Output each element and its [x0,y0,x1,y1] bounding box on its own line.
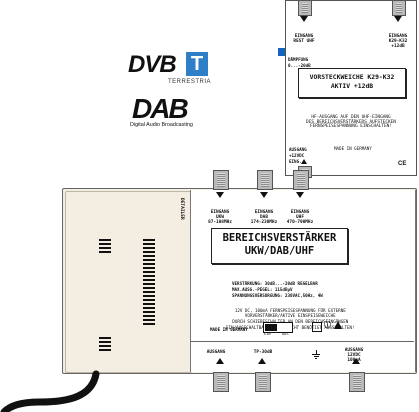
vent-slot [99,239,111,241]
vent-slot [143,295,155,297]
vent-slot [143,239,155,241]
divider [190,341,414,342]
vent-slot [99,337,111,339]
arrow-up-icon [301,159,307,164]
switch-on-label: EIN [264,332,271,336]
vent-slot [99,251,111,253]
top-device-title-box: VORSTECKWEICHE K29-K32 AKTIV +12dB [298,68,406,98]
dc-output-connector[interactable] [349,372,365,392]
vent-slot [143,263,155,265]
switch-off-label: AUS [282,332,289,336]
ce-mark: CE [398,161,407,167]
power-switch-knob [265,324,277,331]
vent-slot [99,345,111,347]
output-label: AUSGANG [206,350,226,355]
dvbt-logo-text: DVB [128,51,177,78]
vent-slot [143,303,155,305]
tp-output-label: TP-30dB [253,350,273,355]
main-subtitle: UKW/DAB/UHF [244,245,315,257]
vent-slot [143,291,155,293]
warning-icon [334,321,342,329]
top-device-connector-left [298,0,312,16]
main-side-label: DETAILER [179,198,184,220]
top-device-made-in: MADE IN GERMANY [334,146,372,151]
arrow-up-icon [258,358,266,364]
main-made-in: MADE IN GERMANY [210,327,248,332]
dvbt-logo-letter: T [186,52,208,76]
damping-knob[interactable] [278,48,285,56]
tp-output-connector[interactable] [255,372,271,392]
vent-slot [143,255,155,257]
vent-slot [143,283,155,285]
vent-slot [143,247,155,249]
vent-slot [143,267,155,269]
vent-slot [143,319,155,321]
top-device-subtitle: AKTIV +12dB [330,82,374,90]
arrow-up-icon [216,358,224,364]
arrow-down-icon [216,192,224,198]
dab-input-connector[interactable] [257,170,273,190]
dvbt-logo-sub: TERRESTRIA [168,79,212,85]
vent-slot [143,311,155,313]
dab-logo-text: DAB [132,93,189,124]
output-connector[interactable] [213,372,229,392]
dab-logo-sub: Digital Audio Broadcasting [130,122,193,128]
vent-slot [143,323,155,325]
ground-icon [312,350,320,359]
vent-slot [143,299,155,301]
main-title: BEREICHSVERSTÄRKER [222,232,337,244]
top-device-connector-right [392,0,406,16]
vent-slot [99,341,111,343]
vent-slot [143,307,155,309]
dab-logo: DAB Digital Audio Broadcasting [128,93,216,132]
arrow-down-icon [300,16,308,22]
vent-slot [143,259,155,261]
vent-slot [99,349,111,351]
vent-slot [99,247,111,249]
top-device-title: VORSTECKWEICHE K29-K32 [309,73,395,81]
vent-slot [143,315,155,317]
power-cable [0,370,100,412]
vent-slot [143,251,155,253]
top-device-power-note: FERNSPEISESPANNUNG EINSCHALTEN! [310,124,392,129]
ce-mark-main: ⓘ [324,322,331,329]
ukw-input-connector[interactable] [213,170,229,190]
vent-slot [143,279,155,281]
arrow-down-icon [296,192,304,198]
main-notes: 12V DC, 100mA FERNSPEISESPANNUNG FÜR EXT… [226,307,355,330]
uhf-input-connector[interactable] [293,170,309,190]
dvbt-logo: DVB T TERRESTRIA [128,52,218,92]
arrow-down-icon [260,192,268,198]
vent-slot [143,271,155,273]
vent-slot [143,287,155,289]
arrow-down-icon [394,16,402,22]
fuse-icon [312,322,322,332]
vent-slot [99,243,111,245]
vent-slot [143,243,155,245]
power-switch[interactable] [263,322,293,333]
main-title-box: BEREICHSVERSTÄRKER UKW/DAB/UHF [211,228,348,264]
vent-slot [143,275,155,277]
arrow-up-icon [352,358,360,364]
